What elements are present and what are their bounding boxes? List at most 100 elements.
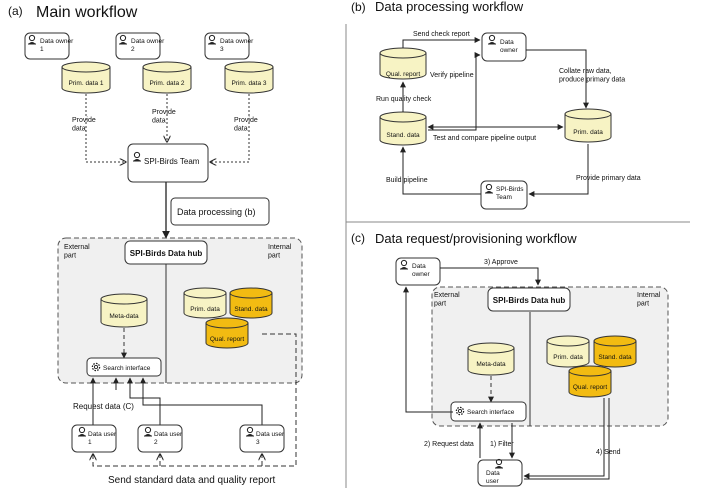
build-pipeline-label: Build pipeline [386, 177, 428, 184]
stand-data-db: Stand. data [229, 287, 273, 319]
panel-c-title: Data request/provisioning workflow [375, 231, 577, 246]
b-qual-report-label: Qual. report [386, 71, 421, 78]
b-qual-report-db: Qual. report [379, 47, 427, 80]
prim-data-1-db: Prim. data 1 [61, 61, 111, 94]
provide-primary-label: Provide primary data [576, 175, 641, 182]
stand-data-label: Stand. data [234, 306, 268, 313]
provide-arrow-1 [85, 94, 126, 162]
collate-label: Collate raw data,produce primary data [559, 68, 625, 83]
panel-a-title: Main workflow [36, 4, 138, 21]
meta-data-label: Meta-data [109, 313, 139, 320]
meta-data-db: Meta-data [100, 293, 148, 328]
prim-data-2-label: Prim. data 2 [149, 80, 184, 87]
search-interface-label: Search interface [103, 365, 151, 372]
c-prim-data-db: Prim. data [546, 335, 590, 368]
test-compare-label: Test and compare pipeline output [433, 135, 536, 142]
provide-arrow-3 [210, 94, 250, 162]
request-data-label: Request data (C) [73, 402, 134, 411]
b-stand-data-db: Stand. data [379, 111, 427, 146]
hub-title: SPI-Birds Data hub [130, 249, 203, 258]
approve-label: 3) Approve [484, 259, 518, 266]
quality-check-label: Run quality check [376, 96, 432, 103]
send-label: Send standard data and quality report [108, 475, 276, 486]
verify-arrow [428, 52, 481, 131]
send-check-arrow [402, 37, 481, 48]
panel-b-letter: (b) [351, 0, 366, 14]
processing-label: Data processing (b) [177, 207, 256, 217]
build-pipeline-arrow [400, 146, 481, 195]
c-hub-title-box [487, 287, 571, 312]
c-search-label: Search interface [467, 409, 515, 416]
panel-a-letter: (a) [8, 4, 23, 18]
search-to-owner-arrow [403, 286, 453, 413]
prim-data-label: Prim. data [190, 306, 220, 313]
b-stand-data-label: Stand. data [386, 132, 420, 139]
processing-box [170, 197, 270, 226]
c-meta-data-db: Meta-data [467, 342, 515, 376]
send-loop [93, 333, 297, 467]
prim-data-2-db: Prim. data 2 [142, 61, 192, 94]
prim-data-1-label: Prim. data 1 [68, 80, 103, 87]
request-arrow-3 [140, 377, 263, 425]
c-stand-data-label: Stand. data [598, 354, 632, 361]
c-search-interface-box: Search interface [450, 401, 527, 422]
b-prim-data-label: Prim. data [573, 129, 603, 136]
prim-data-3-db: Prim. data 3 [224, 61, 274, 94]
c-qual-report-label: Qual. report [573, 384, 608, 391]
request-arrow-2 [127, 377, 161, 425]
prim-data-3-label: Prim. data 3 [231, 80, 266, 87]
hub-title-box [124, 240, 208, 265]
collate-arrow [526, 49, 589, 109]
search-interface-box: Search interface [86, 357, 162, 377]
approve-arrow [440, 267, 541, 286]
c-filter-label: 1) Filter [490, 441, 514, 448]
send-arrow-a [523, 398, 605, 479]
send-arrow-b [524, 398, 610, 480]
qual-report-db: Qual. report [205, 317, 249, 349]
c-qual-report-db: Qual. report [568, 365, 612, 398]
b-prim-data-db: Prim. data [564, 108, 612, 143]
c-request-label: 2) Request data [424, 441, 474, 448]
panel-c-letter: (c) [351, 231, 365, 245]
prim-data-db: Prim. data [183, 287, 227, 319]
c-send-label: 4) Send [596, 449, 621, 456]
send-check-label: Send check report [413, 31, 470, 38]
provide-primary-arrow [528, 144, 589, 197]
c-prim-data-label: Prim. data [553, 354, 583, 361]
spi-birds-team-box: SPI-Birds Team [127, 143, 209, 183]
team-label: SPI-Birds Team [144, 157, 200, 166]
panel-b-title: Data processing workflow [375, 0, 524, 14]
verify-label: Verify pipeline [430, 72, 474, 79]
c-stand-data-db: Stand. data [593, 335, 637, 368]
c-hub-title: SPI-Birds Data hub [493, 296, 566, 305]
